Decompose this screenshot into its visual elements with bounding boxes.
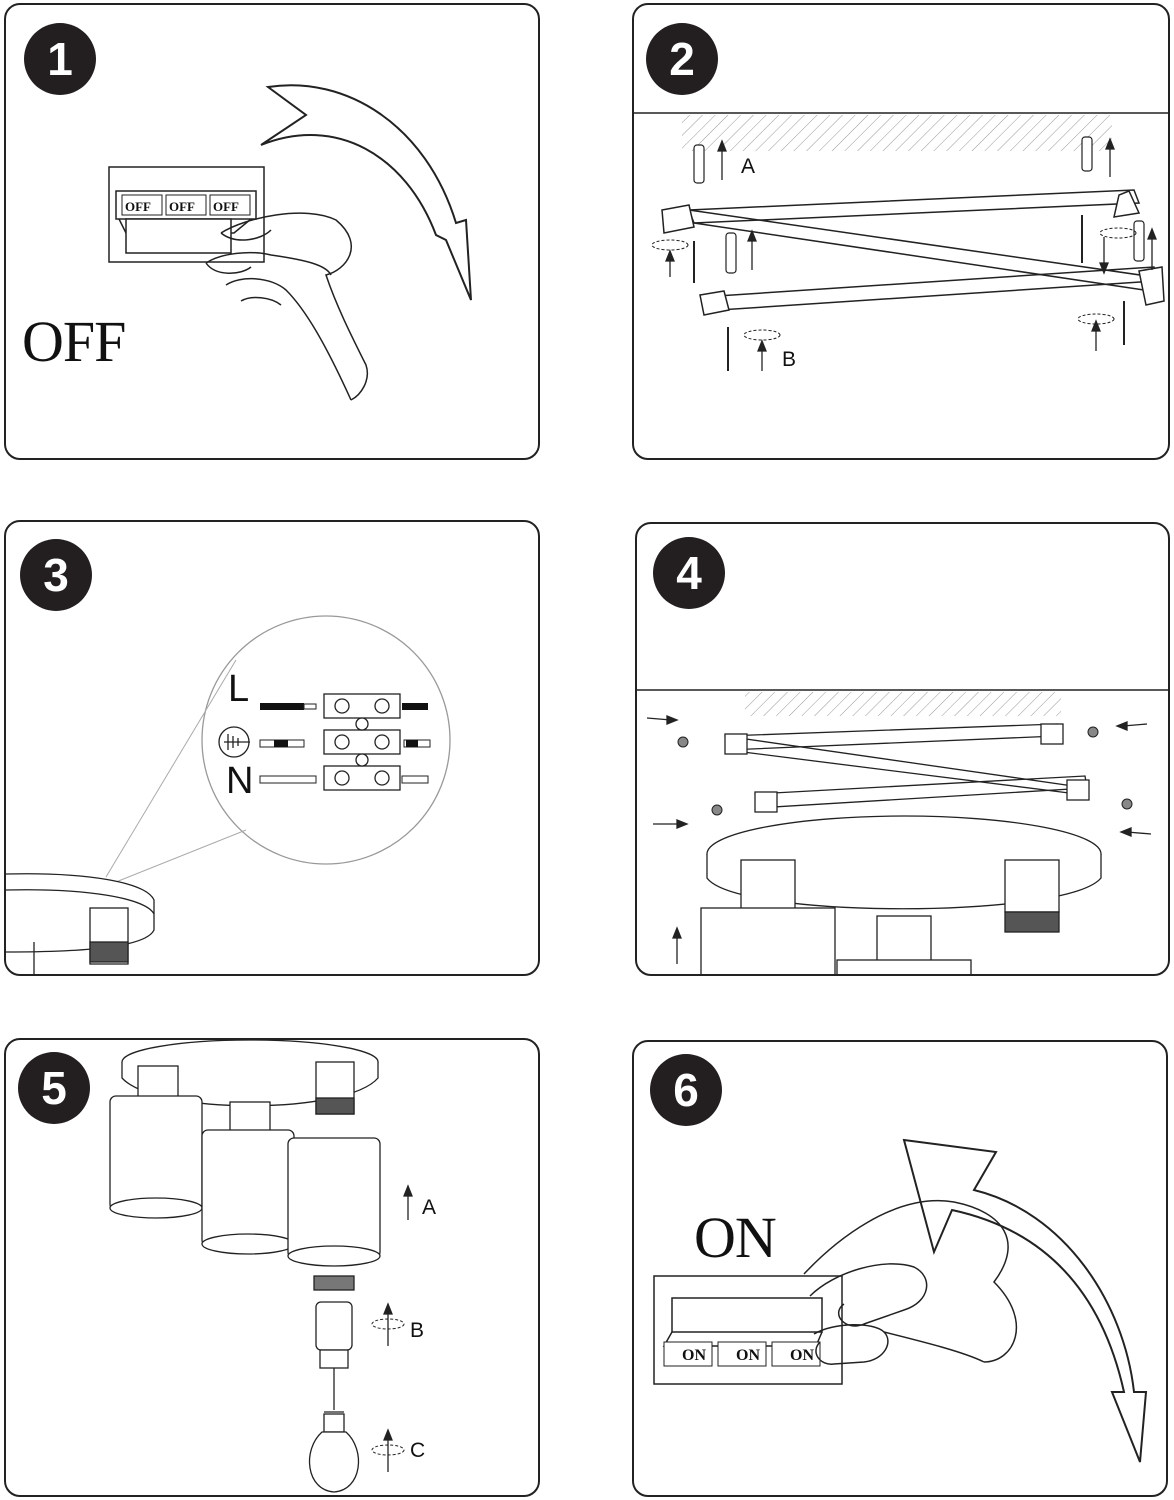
hand-icon	[803, 1199, 1018, 1365]
light-canopy	[700, 815, 1102, 974]
step-4-illustration	[637, 689, 1168, 974]
terminal-block	[323, 693, 401, 791]
step-6-word: ON	[694, 1205, 777, 1270]
rocker-switches: ON ON ON	[663, 1341, 821, 1367]
direction-arrows	[665, 137, 1157, 371]
step-3-illustration	[6, 615, 451, 974]
step-6-panel: 6 ON ON ON ON	[632, 1040, 1168, 1497]
switch-label: ON	[790, 1347, 814, 1364]
step-4-badge: 4	[653, 537, 725, 609]
light-canopy	[121, 1040, 379, 1115]
switch-label: OFF	[213, 199, 239, 214]
ground-symbol-icon	[218, 726, 250, 758]
rotation-arrows	[651, 227, 1137, 341]
direction-arrows	[646, 715, 1152, 964]
light-canopy	[6, 873, 155, 974]
step-2-illustration	[634, 112, 1168, 371]
step-5-panel: 5	[4, 1038, 540, 1497]
light-bulb	[308, 1413, 360, 1493]
direction-arrows	[383, 1184, 413, 1472]
step-3-badge: 3	[20, 539, 92, 611]
wire-l-label: L	[228, 668, 250, 710]
step-1-illustration: OFF OFF OFF	[108, 84, 472, 401]
mounting-bracket	[724, 723, 1090, 813]
lamp-holder	[313, 1275, 355, 1413]
step-6-badge: 6	[650, 1054, 722, 1126]
switch-label: ON	[682, 1347, 706, 1364]
switch-label: ON	[736, 1347, 760, 1364]
rotation-arrows	[371, 1318, 405, 1456]
switch-label: OFF	[125, 199, 151, 214]
hand-icon	[205, 212, 368, 401]
switch-label: OFF	[169, 199, 195, 214]
step-2-label-b: B	[782, 348, 797, 371]
screws	[677, 726, 1133, 816]
wires	[259, 703, 431, 784]
step-1-panel: 1 OFF OFF OFF OFF	[4, 3, 540, 460]
step-5-illustration	[109, 1040, 413, 1493]
spot-cylinders	[109, 1065, 381, 1267]
step-5-label-c: C	[410, 1439, 426, 1462]
wire-n-label: N	[226, 760, 254, 802]
step-5-badge: 5	[18, 1052, 90, 1124]
step-5-label-a: A	[422, 1196, 437, 1219]
step-1-word: OFF	[22, 309, 126, 374]
mounting-bracket	[661, 189, 1165, 316]
step-3-panel: 3	[4, 520, 540, 976]
curved-arrow-icon	[902, 1138, 1148, 1463]
step-4-panel: 4	[635, 522, 1170, 976]
step-6-illustration: ON ON ON	[653, 1138, 1148, 1463]
step-1-badge: 1	[24, 23, 96, 95]
step-2-panel: 2	[632, 3, 1170, 460]
rocker-switches: OFF OFF OFF	[121, 194, 251, 216]
step-2-label-a: A	[741, 155, 756, 178]
curved-arrow-icon	[260, 84, 472, 301]
step-5-label-b: B	[410, 1319, 425, 1342]
screws	[693, 215, 1125, 371]
step-2-badge: 2	[646, 23, 718, 95]
wall-anchors	[693, 136, 1145, 274]
